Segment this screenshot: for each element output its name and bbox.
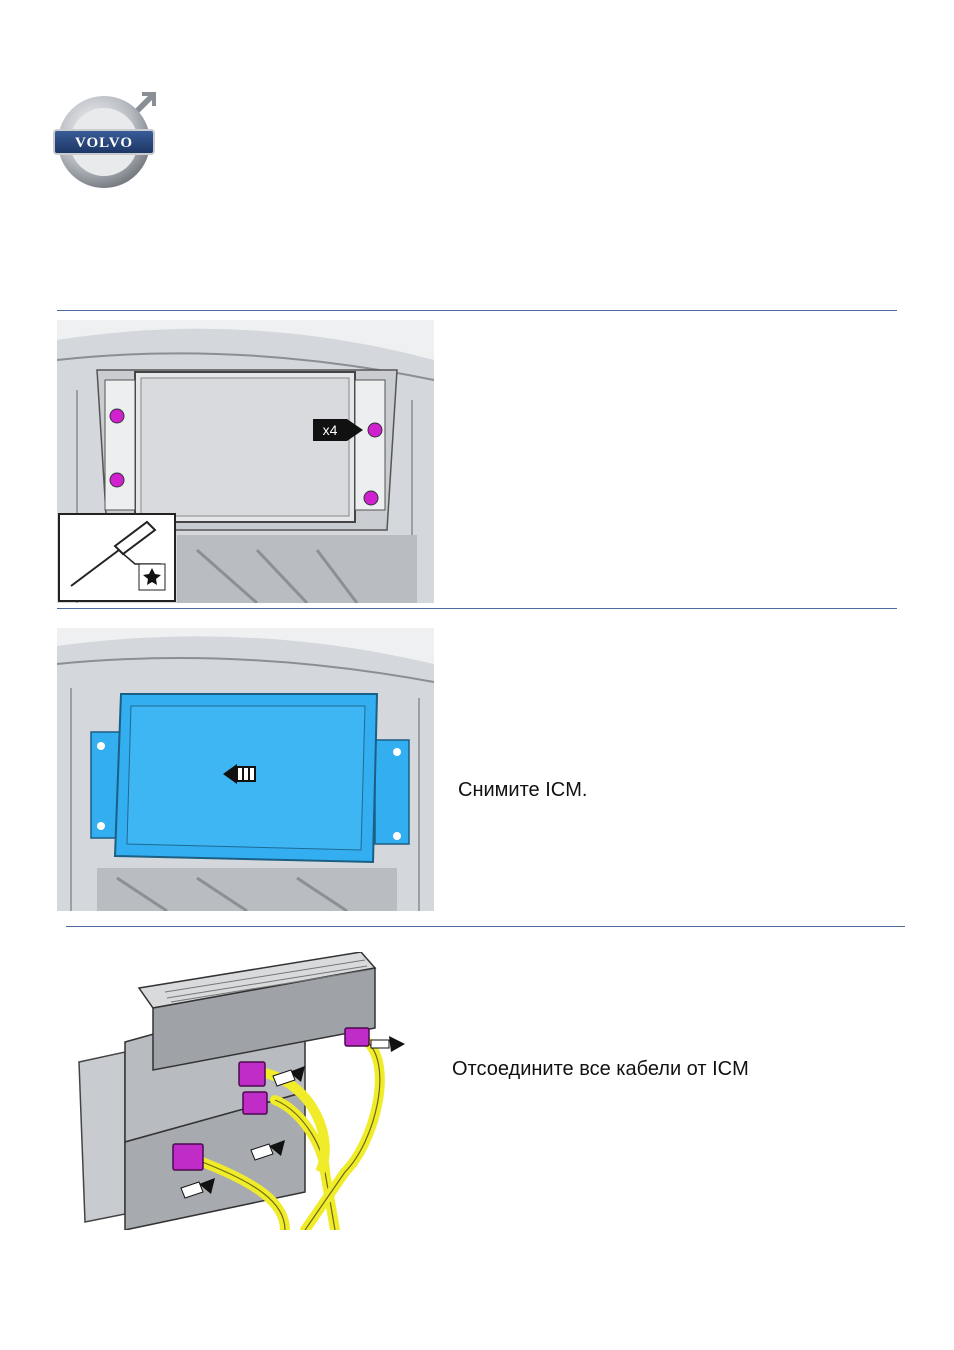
screw xyxy=(110,409,124,423)
section-divider xyxy=(57,608,897,609)
screw xyxy=(110,473,124,487)
step3-text: Отсоедините все кабели от ICM xyxy=(452,1058,749,1081)
section-divider xyxy=(66,926,905,927)
step3-illustration xyxy=(75,952,420,1230)
volvo-logo: VOLVO xyxy=(52,90,160,192)
section-divider xyxy=(57,310,897,311)
screw xyxy=(368,423,382,437)
step2-text: Снимите ICM. xyxy=(458,779,587,802)
logo-wordmark: VOLVO xyxy=(75,135,133,151)
callout-count: x4 xyxy=(323,422,338,438)
screw xyxy=(364,491,378,505)
step1-illustration: x4 xyxy=(57,320,434,603)
step2-illustration xyxy=(57,628,434,911)
